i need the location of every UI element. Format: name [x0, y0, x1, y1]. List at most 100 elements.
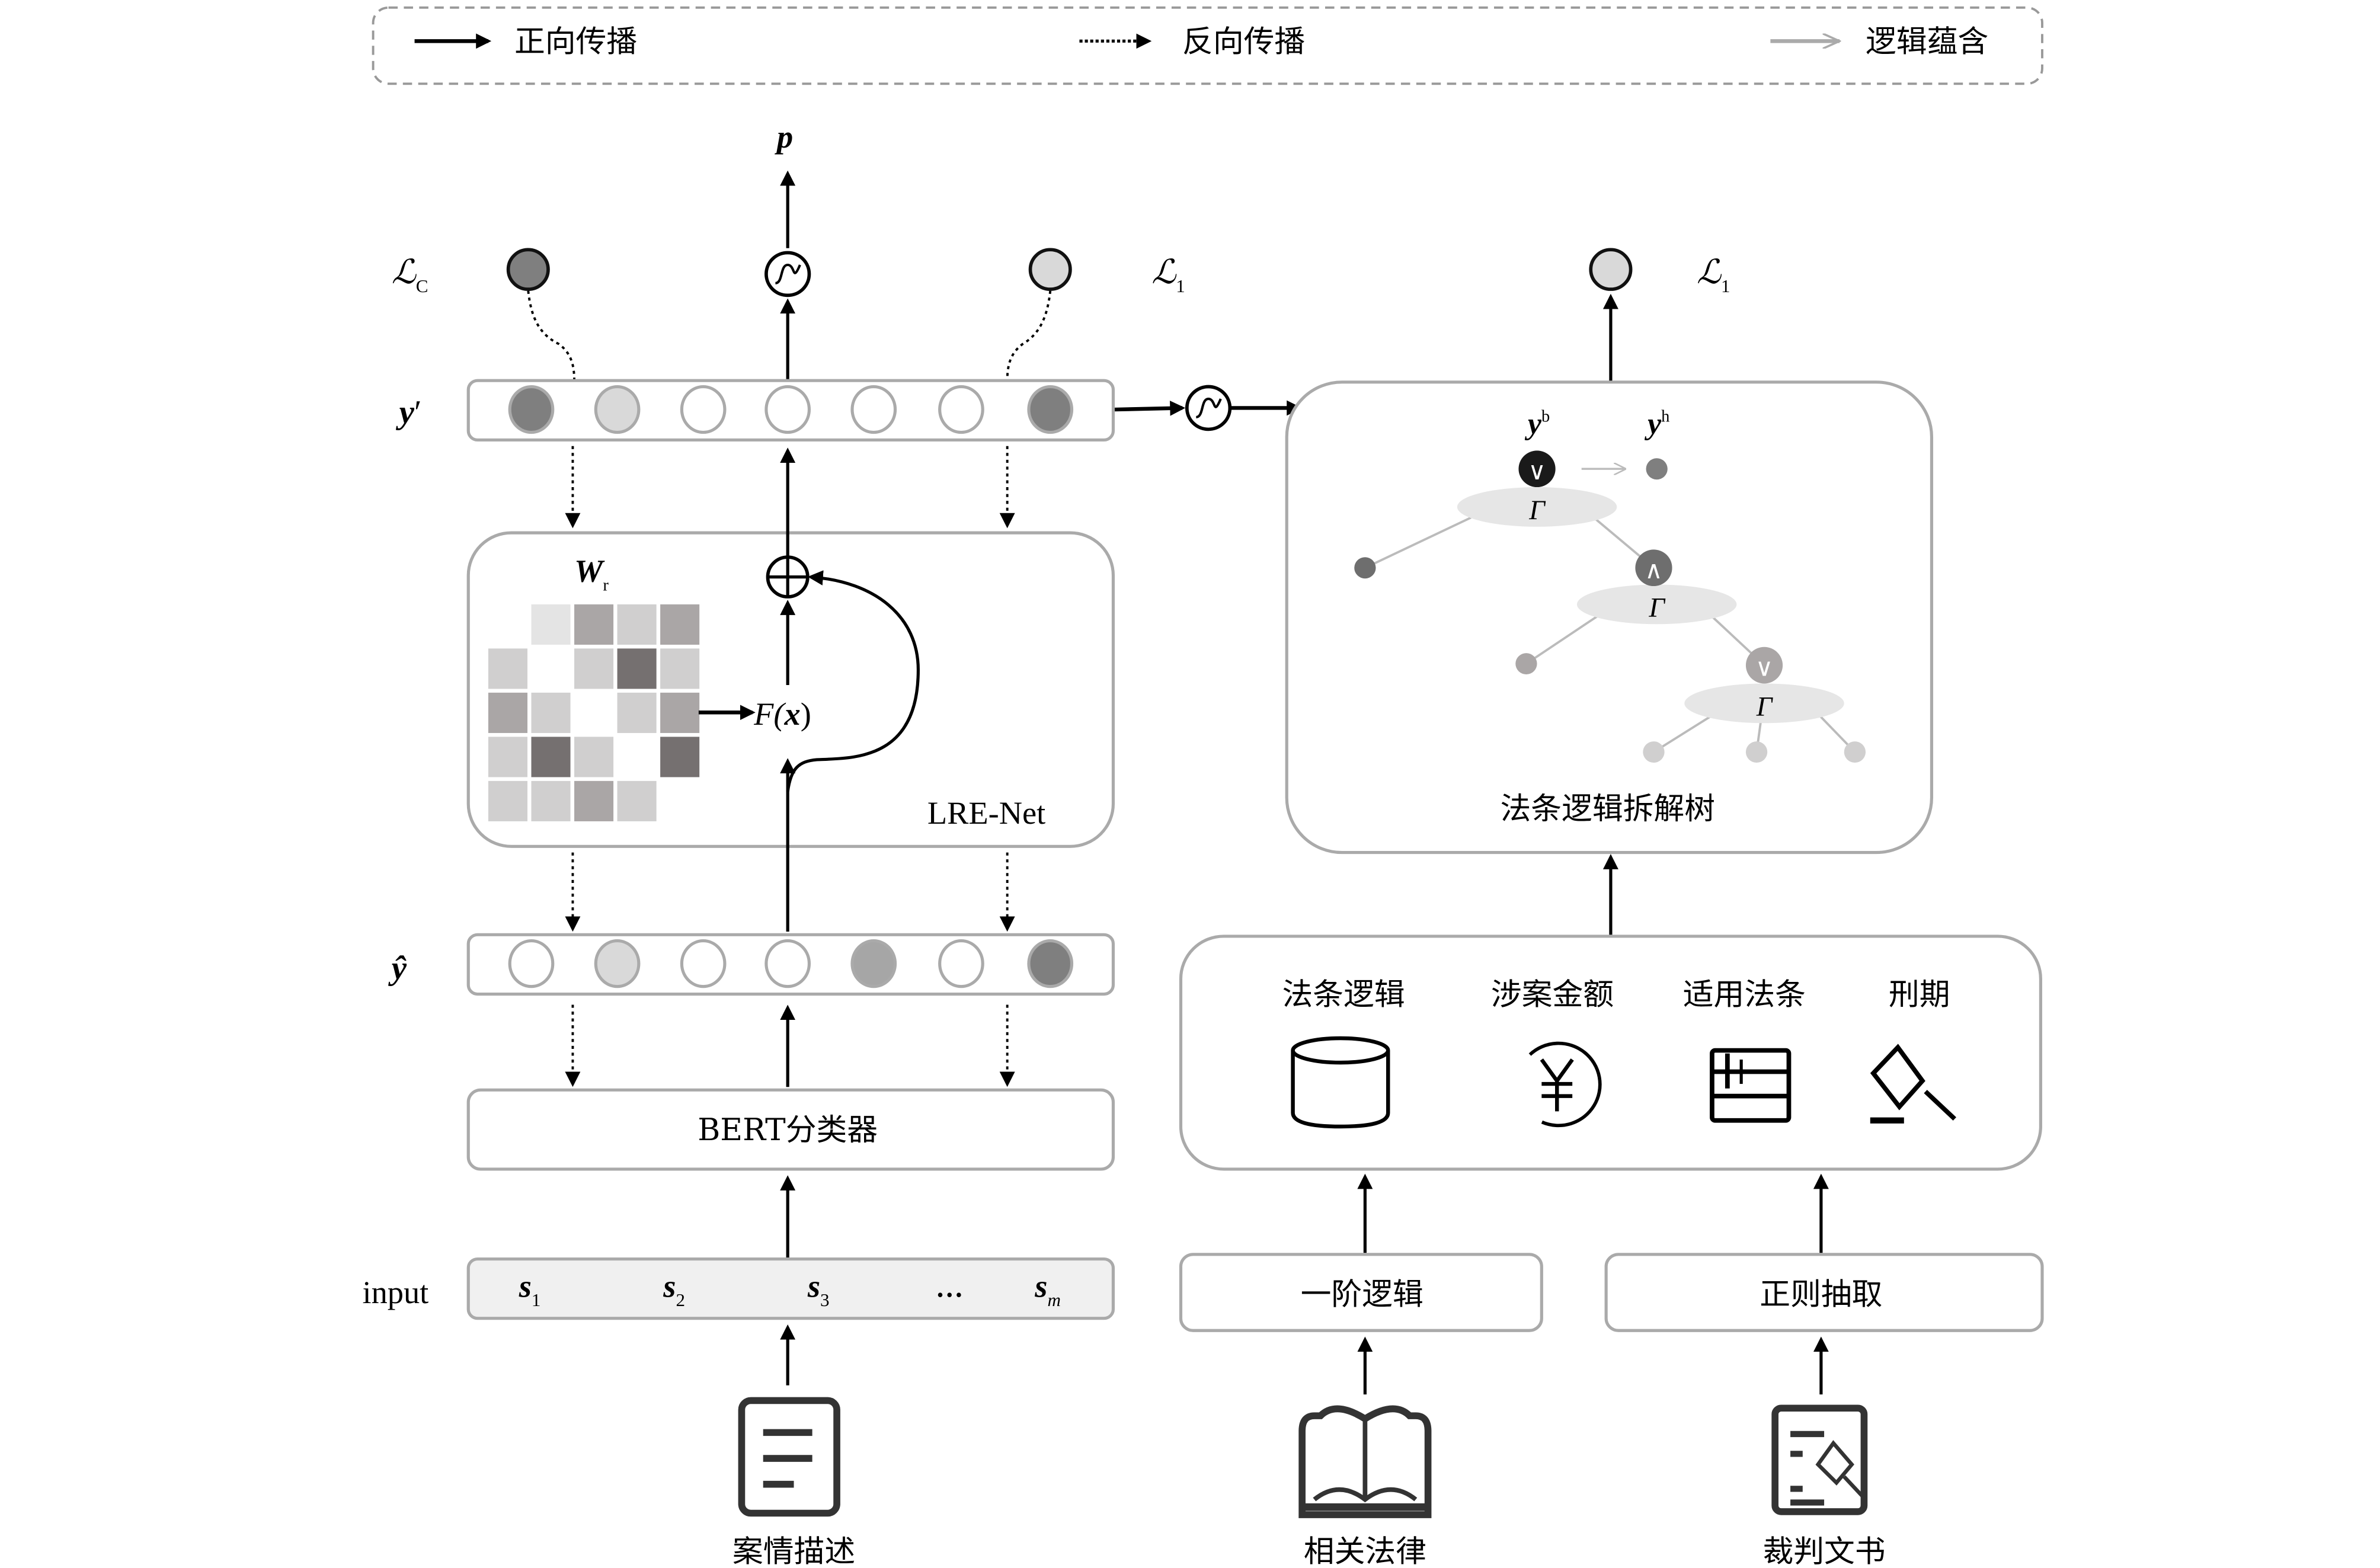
source-judgment-label: 裁判文书	[1762, 1534, 1885, 1568]
or-icon: ∨	[1528, 457, 1546, 485]
loss-1-dotted-link	[1006, 290, 1052, 381]
leaf-node	[1844, 741, 1866, 763]
matrix-cell	[488, 737, 527, 777]
matrix-cell	[488, 648, 527, 689]
gamma-label: Γ	[1648, 593, 1665, 623]
lre-net-label: LRE-Net	[927, 795, 1045, 831]
legend-frame	[372, 6, 2043, 85]
function-label: F(x)	[753, 696, 811, 732]
tree-title: 法条逻辑拆解树	[1500, 791, 1715, 827]
matrix-cell	[531, 692, 571, 733]
feature-label: 刑期	[1889, 977, 1950, 1013]
gamma-label: Γ	[1528, 495, 1546, 526]
matrix-cell	[531, 780, 571, 821]
sigmoid-icon	[775, 263, 801, 284]
loss-c-dotted-link	[527, 290, 575, 381]
gamma-node	[1457, 487, 1617, 527]
legend: 正向传播 反向传播 逻辑蕴含	[372, 6, 2043, 85]
logic-tree: Γ Γ Γ ∨ ∧ ∨	[1354, 450, 1866, 763]
tree-edge	[1653, 714, 1713, 753]
gavel-icon	[1870, 1044, 1956, 1124]
input-token: sm	[1034, 1269, 1061, 1310]
output-p-label: p	[775, 119, 793, 155]
y-prime-node	[938, 385, 984, 434]
y-hat-node	[850, 939, 897, 988]
input-label: input	[362, 1275, 428, 1310]
books-icon	[1710, 1048, 1792, 1123]
matrix-cell	[531, 604, 571, 645]
weight-matrix-label: Wr	[574, 553, 609, 595]
tree-loss-node	[1589, 248, 1633, 291]
loss-1-label: ℒ1	[1151, 254, 1185, 296]
feature-label: 适用法条	[1683, 977, 1806, 1013]
input-token: s3	[807, 1269, 830, 1310]
or-node	[1745, 647, 1783, 684]
matrix-cell	[660, 648, 700, 689]
loss-c-node	[506, 248, 550, 291]
arrow-to-sigmoid-right	[1114, 401, 1186, 416]
y-prime-node	[850, 385, 897, 434]
regex-extraction-box	[1604, 1253, 2044, 1332]
sigmoid-icon	[1195, 398, 1222, 418]
input-token: s2	[663, 1269, 685, 1310]
matrix-cell	[488, 604, 527, 645]
sigmoid-node-top	[764, 251, 811, 297]
and-icon: ∧	[1645, 556, 1662, 584]
y-prime-node	[1027, 385, 1074, 434]
bert-classifier-label: BERT分类器	[698, 1112, 878, 1148]
weight-matrix	[488, 604, 700, 821]
first-order-logic-label: 一阶逻辑	[1301, 1277, 1423, 1313]
sigmoid-node-right	[1185, 385, 1232, 431]
source-case-label: 案情描述	[732, 1534, 855, 1568]
matrix-cell	[660, 604, 700, 645]
leaf-node	[1745, 741, 1768, 763]
head-node	[1646, 458, 1668, 480]
or-icon: ∨	[1755, 654, 1773, 681]
tree-edge	[1525, 615, 1598, 665]
loss-c-label: ℒC	[392, 254, 428, 296]
features-box	[1179, 935, 2042, 1171]
matrix-cell	[660, 737, 700, 777]
leaf-node	[1515, 653, 1537, 675]
matrix-cell	[617, 692, 657, 733]
gamma-label: Γ	[1756, 692, 1773, 722]
y-hat-node	[764, 939, 811, 988]
matrix-cell	[574, 648, 614, 689]
y-prime-nodes	[508, 385, 1074, 434]
matrix-cell	[617, 780, 657, 821]
y-hat-node	[680, 939, 727, 988]
y-hat-nodes	[508, 939, 1074, 988]
y-hat-label: ŷ	[388, 949, 407, 987]
document-icon	[738, 1397, 840, 1517]
matrix-cell	[488, 692, 527, 733]
y-hat-node	[594, 939, 641, 988]
matrix-cell	[574, 737, 614, 777]
source-law-label: 相关法律	[1304, 1534, 1426, 1568]
first-order-logic-box	[1179, 1253, 1543, 1332]
y-hat-node	[508, 939, 555, 988]
matrix-cell	[488, 780, 527, 821]
leaf-node	[1354, 557, 1376, 579]
matrix-cell	[574, 604, 614, 645]
open-book-icon	[1298, 1405, 1432, 1518]
y-hat-node	[1027, 939, 1074, 988]
y-prime-node	[680, 385, 727, 434]
legend-entailment-label: 逻辑蕴含	[1866, 24, 1988, 60]
bert-classifier-box	[466, 1088, 1115, 1171]
y-hat-node	[938, 939, 984, 988]
judgment-document-icon	[1771, 1404, 1868, 1515]
sum-node	[766, 555, 810, 599]
gamma-node	[1684, 683, 1844, 724]
matrix-cell	[617, 604, 657, 645]
gamma-node	[1576, 584, 1737, 625]
loss-1-node	[1028, 248, 1072, 291]
and-node	[1635, 549, 1672, 587]
or-node-root	[1518, 450, 1556, 488]
matrix-cell	[660, 692, 700, 733]
matrix-cell	[617, 737, 657, 777]
y-prime-node	[508, 385, 555, 434]
input-token: s1	[519, 1269, 541, 1310]
